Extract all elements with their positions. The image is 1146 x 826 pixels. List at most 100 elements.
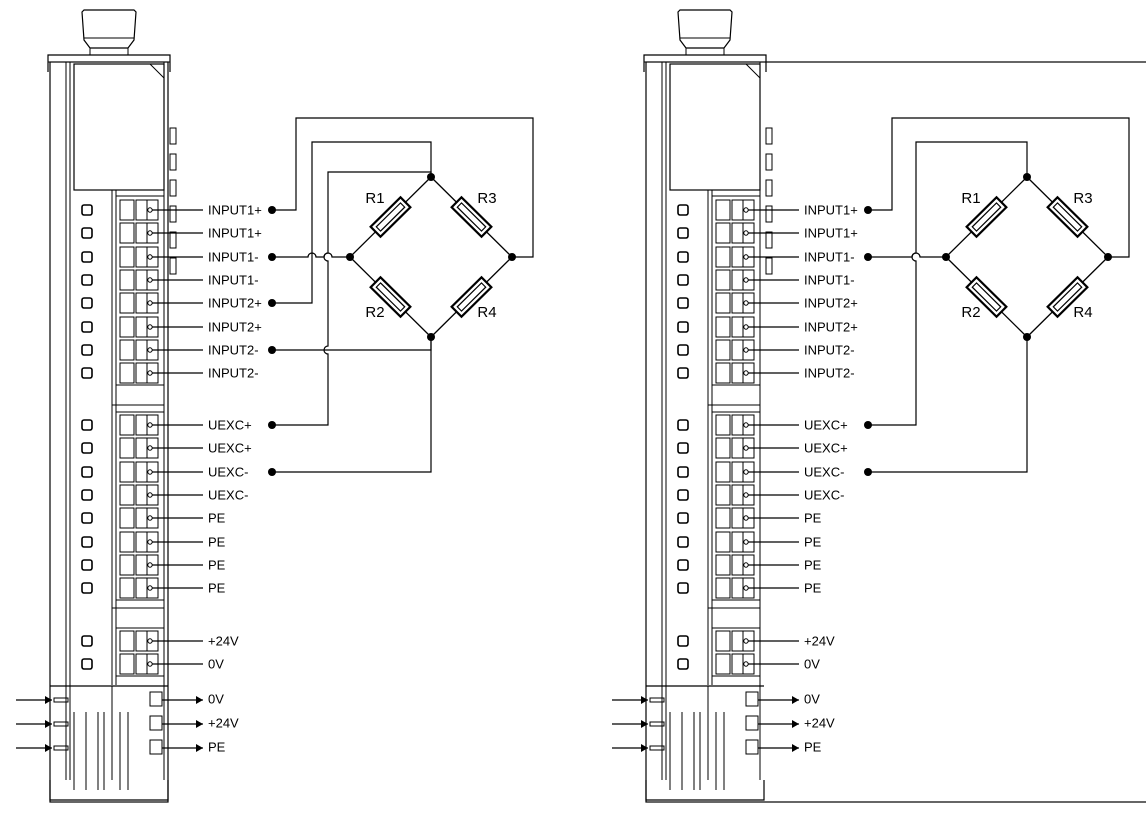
power-connector — [149, 715, 163, 731]
terminal-label-11: UEXC- — [208, 487, 248, 502]
status-led — [81, 419, 93, 431]
module-housing — [49, 61, 169, 803]
terminal-clamp — [119, 339, 135, 361]
resistor-r1-label: R1 — [961, 190, 980, 207]
terminal-block-input — [711, 195, 761, 386]
status-led — [677, 442, 689, 454]
terminal-clamp — [715, 507, 731, 529]
status-led — [677, 367, 689, 379]
terminal-clamp — [715, 339, 731, 361]
terminal-label-16: +24V — [804, 633, 835, 648]
terminal-block-uexc — [711, 411, 761, 601]
terminal-contact — [743, 562, 749, 568]
terminal-contact — [147, 661, 153, 667]
terminal-contact — [147, 562, 153, 568]
terminal-contact — [147, 492, 153, 498]
wire-input1-minus — [868, 252, 946, 258]
side-notch — [765, 179, 773, 197]
status-led — [677, 227, 689, 239]
terminal-clamp — [715, 484, 731, 506]
resistor-r2 — [369, 275, 412, 319]
power-connector — [149, 739, 163, 755]
status-led — [677, 635, 689, 647]
power-input-arrow — [641, 744, 648, 752]
side-notch — [169, 153, 177, 171]
power-input-arrow — [641, 696, 648, 704]
terminal-label-12: PE — [804, 510, 822, 525]
terminal-label-7: INPUT2- — [804, 365, 855, 380]
terminal-clamp — [715, 222, 731, 244]
power-output-arrow — [792, 744, 799, 752]
terminal-contact — [147, 277, 153, 283]
wire-input1-minus — [272, 252, 350, 258]
power-label-2: PE — [208, 739, 226, 754]
terminal-clamp — [119, 531, 135, 553]
power-output-arrow — [792, 696, 799, 704]
top-rail — [47, 54, 171, 72]
terminal-label-2: INPUT1- — [208, 249, 259, 264]
terminal-label-17: 0V — [804, 656, 820, 671]
power-input-arrow — [45, 744, 52, 752]
resistor-r2-label: R2 — [961, 304, 980, 321]
terminal-clamp — [715, 531, 731, 553]
terminal-clamp — [715, 437, 731, 459]
terminal-contact — [743, 254, 749, 260]
terminal-label-0: INPUT1+ — [804, 202, 858, 217]
terminal-contact — [743, 207, 749, 213]
status-led — [81, 466, 93, 478]
power-input-arrow — [45, 696, 52, 704]
resistor-r4 — [450, 275, 493, 319]
power-connector — [745, 715, 759, 731]
resistor-r3 — [1046, 195, 1089, 239]
terminal-clamp — [119, 461, 135, 483]
terminal-label-3: INPUT1- — [804, 272, 855, 287]
terminal-label-13: PE — [804, 534, 822, 549]
status-led — [81, 344, 93, 356]
power-output-arrow — [196, 744, 203, 752]
power-pin — [53, 721, 69, 727]
resistor-r3-label: R3 — [477, 190, 496, 207]
terminal-clamp — [119, 222, 135, 244]
side-notch — [765, 257, 773, 275]
power-connector — [149, 691, 163, 707]
terminal-clamp — [119, 554, 135, 576]
terminal-clamp — [119, 437, 135, 459]
diagram-left: 0V+24VPEINPUT1+INPUT1+INPUT1-INPUT1-INPU… — [16, 9, 534, 803]
terminal-label-12: PE — [208, 510, 226, 525]
wire-uexc-minus — [272, 337, 432, 473]
side-notch — [765, 231, 773, 249]
terminal-label-17: 0V — [208, 656, 224, 671]
side-notch — [169, 205, 177, 223]
terminal-label-15: PE — [208, 580, 226, 595]
led-window — [73, 63, 165, 191]
terminal-clamp — [715, 269, 731, 291]
resistor-r1-inner — [375, 202, 406, 232]
terminal-label-9: UEXC+ — [208, 440, 252, 455]
resistor-r2 — [965, 275, 1008, 319]
terminal-label-5: INPUT2+ — [804, 319, 858, 334]
terminal-contact — [743, 492, 749, 498]
resistor-r4-inner — [1052, 282, 1083, 312]
terminal-contact — [147, 324, 153, 330]
resistor-r1-inner — [971, 202, 1002, 232]
status-led — [677, 582, 689, 594]
terminal-contact — [147, 370, 153, 376]
terminal-clamp — [119, 269, 135, 291]
terminal-label-15: PE — [804, 580, 822, 595]
terminal-clamp — [119, 630, 135, 652]
terminal-contact — [147, 207, 153, 213]
power-output-arrow — [196, 720, 203, 728]
terminal-label-10: UEXC- — [208, 464, 248, 479]
status-led — [677, 466, 689, 478]
terminal-clamp — [715, 461, 731, 483]
resistor-r3-inner — [1052, 202, 1083, 232]
resistor-r2-inner — [971, 282, 1002, 312]
terminal-label-11: UEXC- — [804, 487, 844, 502]
status-led — [677, 658, 689, 670]
status-led — [677, 204, 689, 216]
power-pin — [53, 697, 69, 703]
status-led — [81, 658, 93, 670]
status-led — [81, 559, 93, 571]
